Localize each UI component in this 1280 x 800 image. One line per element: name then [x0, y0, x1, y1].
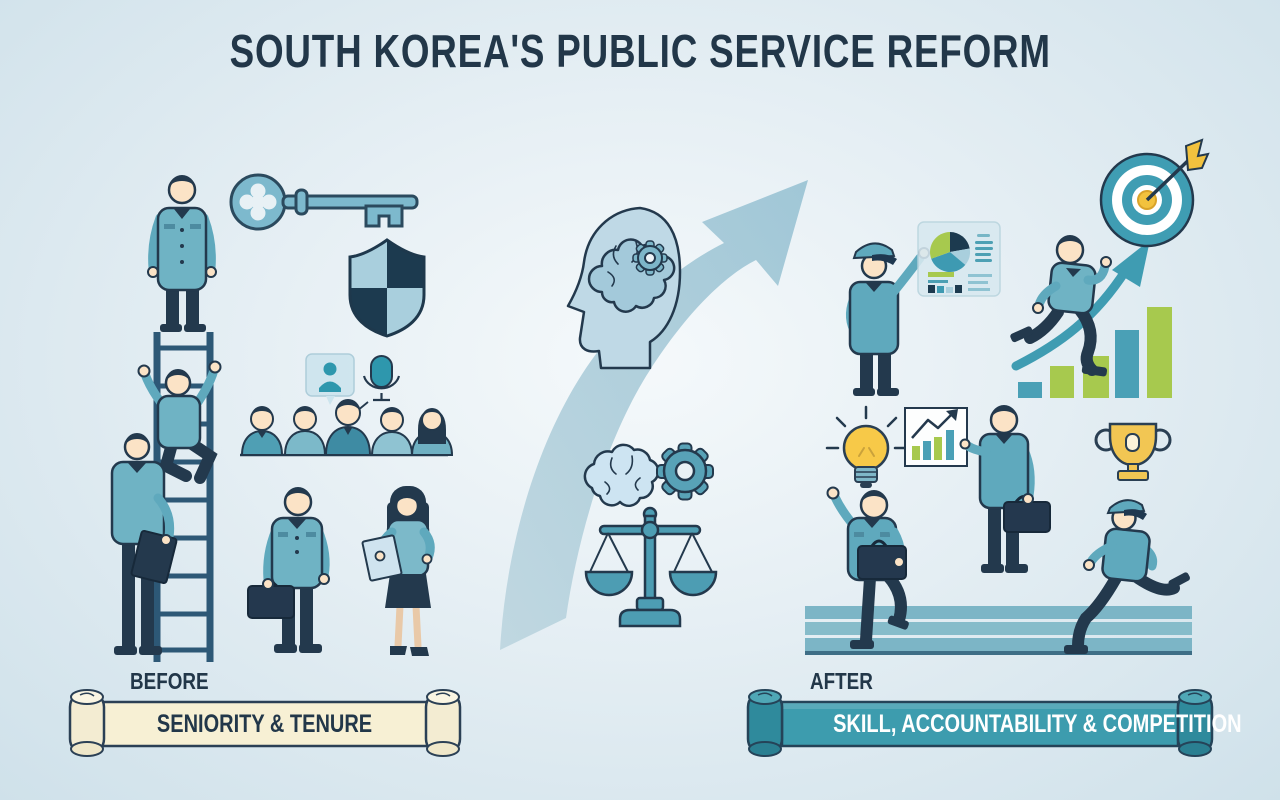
microphone-icon [356, 355, 401, 412]
person-presenting-chart [959, 405, 1051, 573]
person-with-briefcase [247, 487, 330, 653]
person-top-of-ladder [147, 175, 217, 332]
before-banner-text: SENIORITY & TENURE [157, 710, 373, 738]
chart-card-icon [904, 407, 968, 467]
gear-icon [656, 442, 714, 501]
person-with-clipboard [110, 433, 178, 655]
team-group [240, 399, 454, 457]
person-running-up-bars [1010, 235, 1112, 377]
officer-pointing [846, 242, 930, 396]
target-icon [1099, 138, 1210, 248]
bar-chart-growth [1011, 240, 1172, 398]
before-label: BEFORE [130, 668, 209, 694]
person-running-cap [1064, 499, 1191, 654]
after-banner-text: SKILL, ACCOUNTABILITY & COMPETITION [833, 710, 1242, 738]
person-waving-running [826, 486, 909, 649]
trophy-icon [1094, 422, 1172, 481]
scroll-banner-teal [746, 689, 1214, 757]
person-with-document [361, 486, 435, 656]
chart-board-icon [917, 221, 1001, 297]
scales-icon [584, 506, 718, 628]
key-icon [229, 173, 419, 231]
mind-head-icon [566, 206, 682, 370]
brain-icon [583, 443, 660, 508]
video-call-icon [305, 353, 355, 405]
after-label: AFTER [810, 668, 873, 694]
page-title: SOUTH KOREA'S PUBLIC SERVICE REFORM [229, 25, 1051, 77]
scroll-banner-cream [68, 689, 462, 757]
person-climbing-ladder [137, 360, 222, 484]
growth-arrow [500, 180, 808, 650]
lightbulb-icon [825, 405, 908, 488]
shield-icon [348, 238, 426, 338]
mind-gear-icon [632, 240, 668, 276]
